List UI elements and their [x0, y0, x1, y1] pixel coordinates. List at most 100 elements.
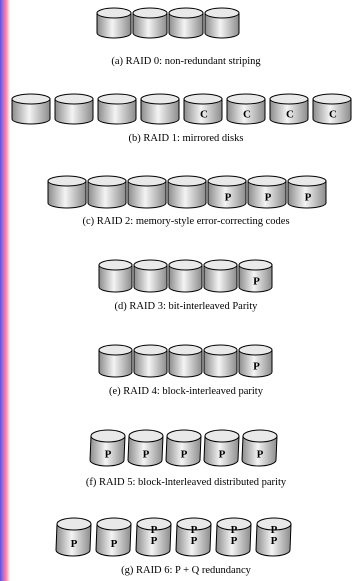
raid3-caption: (d) RAID 3: bit-interleaved Parity	[114, 301, 258, 312]
raid5-disk-1: P	[89, 429, 126, 467]
raid3-disk-4	[203, 259, 238, 293]
disk-top	[312, 93, 352, 105]
raid6-disk-2: P	[95, 517, 132, 557]
copy-label: C	[286, 109, 294, 121]
disk-body	[55, 523, 92, 557]
disk-top	[47, 175, 87, 187]
disk-body	[132, 12, 168, 39]
disk-top	[238, 344, 273, 356]
raid3-disk-1	[98, 259, 133, 293]
disk-top	[176, 517, 212, 531]
disk-body	[238, 349, 273, 378]
raid2-disk-5: P	[207, 175, 247, 209]
raid5-disk-5: P	[241, 429, 278, 467]
raid2-disk-3	[127, 175, 167, 209]
disk-top	[242, 429, 278, 443]
disk-top	[54, 93, 94, 105]
disk-top	[128, 429, 164, 443]
raid3-disk-5: P	[238, 259, 273, 293]
parity-label: P	[105, 449, 112, 461]
disk-top	[256, 517, 292, 531]
parity-label: P	[111, 538, 118, 550]
raid4-disk-row: P	[10, 344, 352, 389]
disk-top	[287, 175, 327, 187]
disk-body	[312, 98, 352, 125]
disk-body	[127, 180, 167, 209]
parity-label: P	[151, 524, 158, 536]
raid4-disk-5: P	[238, 344, 273, 378]
raid2-caption: (c) RAID 2: memory-style error-correctin…	[82, 216, 290, 227]
raid3-disk-3	[168, 259, 203, 293]
parity-label: P	[257, 449, 264, 461]
disk-top	[133, 259, 168, 271]
parity-label: P	[225, 192, 232, 204]
disk-body	[98, 349, 133, 378]
disk-top	[167, 175, 207, 187]
disk-body	[11, 98, 51, 125]
disk-top	[98, 259, 133, 271]
disk-body	[238, 264, 273, 293]
disk-body	[97, 98, 137, 125]
disk-top	[11, 93, 51, 105]
raid1-caption: (b) RAID 1: mirrored disks	[128, 133, 244, 144]
disk-top	[127, 175, 167, 187]
disk-top	[87, 175, 127, 187]
disk-body	[165, 435, 202, 467]
parity-label: P	[265, 192, 272, 204]
disk-body	[175, 523, 212, 557]
disk-top	[183, 93, 223, 105]
raid1-disk-3	[97, 93, 137, 125]
disk-body	[203, 435, 240, 467]
disk-body	[98, 264, 133, 293]
disk-body	[140, 98, 180, 125]
disk-body	[127, 435, 164, 467]
raid4-disk-2	[133, 344, 168, 378]
raid4-disk-4	[203, 344, 238, 378]
disk-top	[269, 93, 309, 105]
disk-top	[136, 517, 172, 531]
disk-body	[95, 523, 132, 557]
disk-body	[89, 435, 126, 467]
raid3-disk-2	[133, 259, 168, 293]
disk-top	[203, 344, 238, 356]
raid1-disk-4	[140, 93, 180, 125]
disk-top	[168, 7, 204, 19]
disk-top	[204, 7, 240, 19]
disk-top	[56, 517, 92, 531]
raid5-disk-4: P	[203, 429, 240, 467]
raid0-disk-2	[132, 7, 168, 39]
disk-body	[168, 349, 203, 378]
disk-body	[167, 180, 207, 209]
disk-top	[98, 344, 133, 356]
raid2-disk-7: P	[287, 175, 327, 209]
parity-label: P	[231, 535, 238, 547]
raid1-disk-5: C	[183, 93, 223, 125]
parity-label: P	[271, 535, 278, 547]
disk-body	[203, 349, 238, 378]
disk-top	[140, 93, 180, 105]
parity-label: P	[143, 449, 150, 461]
raid1-disk-8: C	[312, 93, 352, 125]
disk-top	[168, 259, 203, 271]
disk-body	[241, 435, 278, 467]
raid6-disk-5: PP	[215, 517, 252, 557]
disk-body	[287, 180, 327, 209]
disk-top	[216, 517, 252, 531]
disk-body	[215, 523, 252, 557]
raid4-disk-3	[168, 344, 203, 378]
disk-top	[204, 429, 240, 443]
raid0-disk-row	[10, 7, 352, 52]
disk-body	[203, 264, 238, 293]
parity-label: P	[271, 524, 278, 536]
disk-body	[168, 12, 204, 39]
disk-body	[207, 180, 247, 209]
copy-label: C	[200, 109, 208, 121]
raid6-disk-6: PP	[255, 517, 292, 557]
disk-top	[132, 7, 168, 19]
disk-body	[133, 349, 168, 378]
